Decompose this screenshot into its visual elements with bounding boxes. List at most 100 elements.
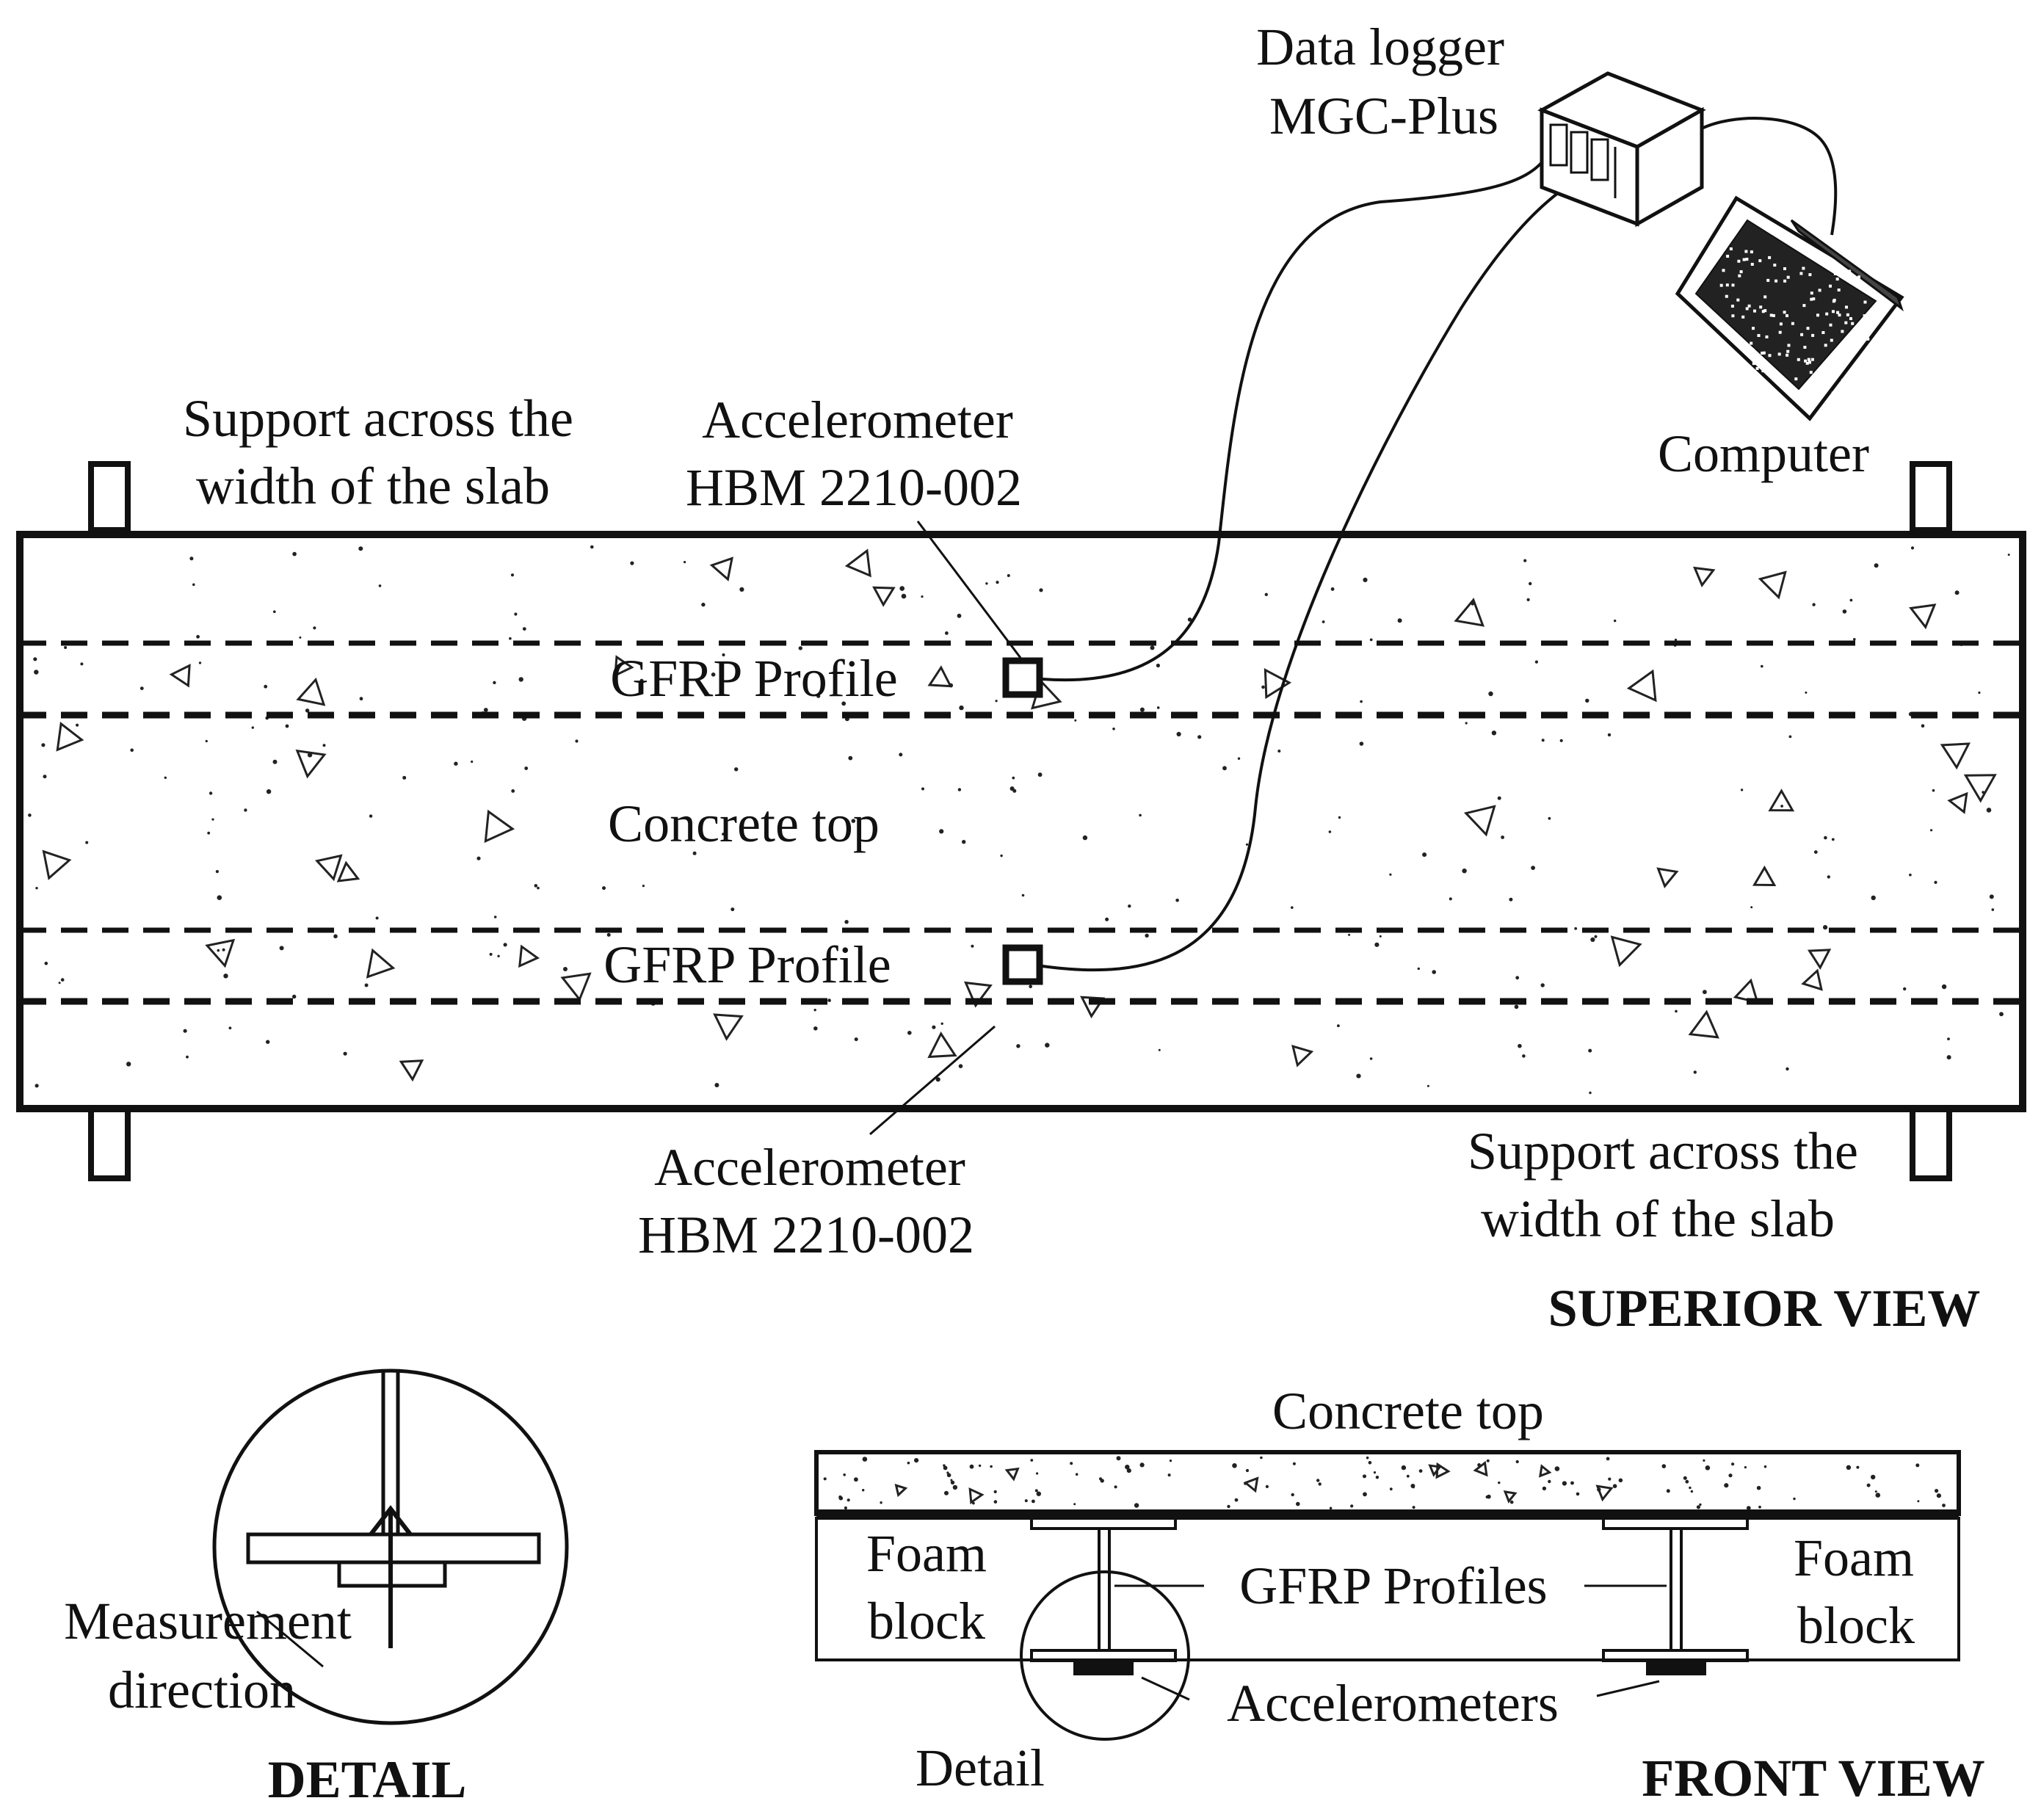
aggregate-stone [560, 972, 592, 1002]
aggregate-dot [537, 886, 540, 890]
data-logger-label-line2: MGC-Plus [1269, 87, 1498, 145]
aggregate-stone [927, 665, 953, 688]
gfrp-profiles-label: GFRP Profiles [1239, 1556, 1547, 1615]
aggregate-dot [273, 610, 276, 613]
aggregate-stone [1693, 566, 1716, 587]
laptop-key [1745, 258, 1749, 261]
aggregate-dot [1731, 1462, 1735, 1466]
aggregate-dot [1426, 1084, 1429, 1087]
laptop-key [1825, 312, 1829, 316]
aggregate-dot [1874, 563, 1879, 568]
aggregate-dot [1509, 1500, 1514, 1504]
aggregate-stone [399, 1059, 424, 1082]
laptop-key [1753, 309, 1756, 313]
aggregate-dot [1590, 937, 1595, 942]
aggregate-dot [1786, 1067, 1789, 1071]
aggregate-dot [944, 1490, 949, 1495]
aggregate-dot [642, 885, 645, 888]
laptop-key [1853, 331, 1857, 335]
aggregate-dot [476, 856, 481, 860]
laptop-key [1863, 314, 1866, 317]
cable-upper-to-logger [1042, 156, 1547, 682]
laptop-key [1837, 289, 1841, 291]
front-concrete-texture [823, 1456, 1946, 1511]
aggregate-dot [684, 561, 686, 564]
aggregate-dot [1518, 1043, 1522, 1048]
laptop-key [1754, 360, 1758, 364]
laptop-key [1857, 275, 1860, 279]
aggregate-dot [215, 870, 219, 874]
support-top-left [88, 461, 131, 533]
aggregate-stone [484, 809, 515, 844]
concrete-aggregate-texture [28, 545, 2010, 1095]
aggregate-dot [524, 766, 529, 770]
aggregate-dot [899, 586, 905, 591]
laptop-key [1755, 366, 1759, 370]
aggregate-dot [1075, 1473, 1078, 1476]
aggregate-stone [1264, 668, 1292, 700]
aggregate-dot [511, 789, 515, 793]
aggregate-dot [1024, 1499, 1028, 1503]
aggregate-dot [164, 776, 167, 780]
aggregate-dot [209, 791, 213, 795]
computer-label: Computer [1658, 424, 1869, 483]
aggregate-dot [1291, 906, 1294, 909]
aggregate-dot [493, 916, 497, 918]
accelerometers-label: Accelerometers [1227, 1674, 1559, 1733]
aggregate-dot [1942, 1504, 1946, 1507]
front-view-title: FRONT VIEW [1642, 1749, 1984, 1808]
aggregate-dot [1417, 967, 1421, 971]
laptop-key [1865, 333, 1868, 337]
laptop-key [1803, 346, 1807, 349]
laptop-key [1761, 369, 1765, 373]
aggregate-stone [1688, 1009, 1719, 1039]
aggregate-dot [843, 1473, 846, 1476]
cable-lower-to-logger [1042, 182, 1573, 972]
aggregate-dot [1936, 1493, 1941, 1498]
aggregate-dot [1368, 1461, 1372, 1465]
aggregate-dot [1542, 1486, 1547, 1491]
aggregate-dot [1989, 894, 1994, 899]
accelerometer-upper-box [1002, 657, 1043, 698]
laptop-key [1794, 377, 1798, 381]
aggregate-dot [935, 1077, 940, 1082]
foam-block-right-label-line2: block [1797, 1596, 1915, 1655]
aggregate-dot [1338, 816, 1341, 819]
aggregate-stone [296, 677, 326, 706]
aggregate-stone [205, 938, 236, 968]
aggregate-stone [1539, 1464, 1552, 1478]
laptop-key [1842, 272, 1846, 275]
aggregate-dot [993, 1490, 997, 1493]
front-detail-label: Detail [916, 1739, 1045, 1797]
aggregate-dot [957, 613, 962, 618]
laptop-key [1738, 274, 1741, 278]
aggregate-dot [1134, 1503, 1139, 1508]
laptop-key [1786, 353, 1789, 357]
aggregate-dot [1548, 816, 1551, 820]
aggregate-stone [1801, 968, 1823, 991]
laptop-key [1763, 309, 1767, 313]
aggregate-dot [823, 1477, 827, 1481]
detail-view [212, 1368, 569, 1725]
aggregate-dot [1112, 728, 1115, 730]
aggregate-dot [85, 841, 89, 844]
aggregate-dot [1322, 620, 1325, 623]
aggregate-dot [990, 1465, 993, 1468]
aggregate-dot [1265, 1484, 1269, 1488]
aggregate-dot [1292, 1462, 1296, 1465]
laptop-key [1810, 291, 1813, 295]
aggregate-dot [1029, 985, 1032, 989]
aggregate-stone [872, 586, 896, 607]
aggregate-dot [1935, 1489, 1939, 1493]
laptop-key [1774, 279, 1778, 283]
aggregate-dot [1045, 1043, 1050, 1048]
aggregate-stone [713, 1013, 744, 1041]
aggregate-dot [1562, 1481, 1567, 1486]
aggregate-dot [854, 1477, 858, 1482]
computer-icon [1675, 195, 1904, 421]
aggregate-stone [42, 849, 72, 880]
aggregate-dot [1373, 1471, 1377, 1474]
laptop-key [1765, 335, 1769, 338]
aggregate-dot [497, 954, 500, 958]
